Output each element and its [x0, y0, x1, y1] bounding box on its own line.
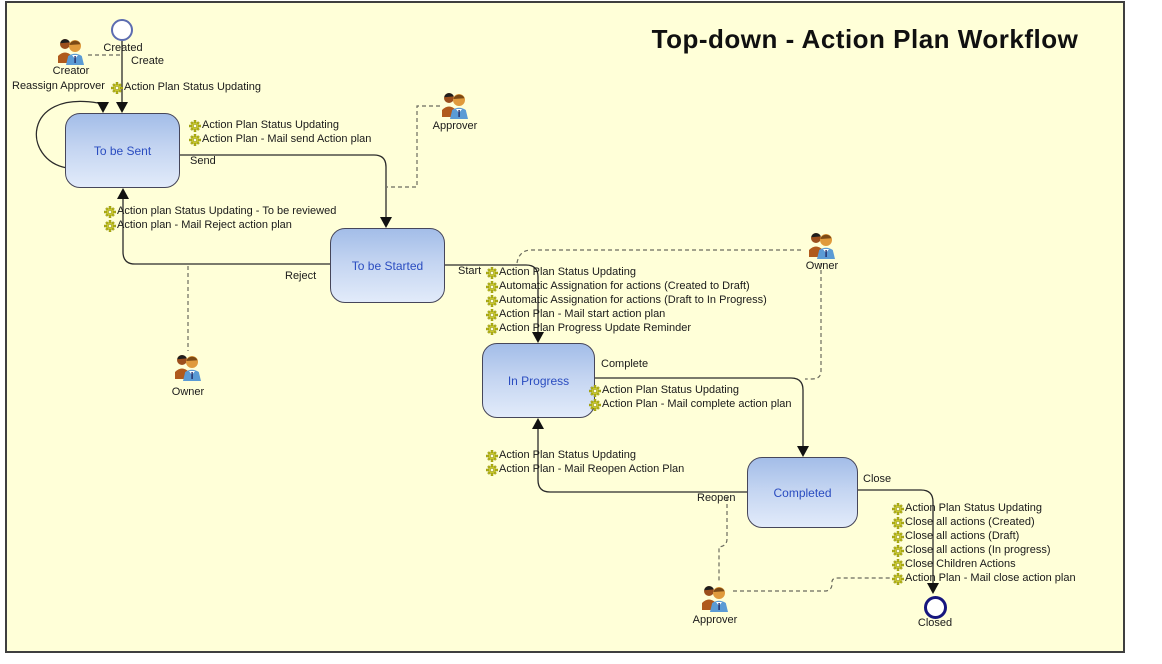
state-label: Completed: [773, 485, 832, 500]
approver-actor-label: Approver: [692, 614, 738, 626]
gear-icon: [485, 266, 499, 280]
action-label: Action Plan Status Updating: [202, 118, 339, 131]
action-label: Close all actions (Created): [905, 515, 1035, 528]
action-label: Action plan Status Updating - To be revi…: [117, 204, 337, 217]
action-label: Close Children Actions: [905, 557, 1016, 570]
action-item: Action Plan Status Updating: [485, 448, 684, 463]
state-label: To be Started: [351, 258, 424, 273]
end-node-label: Closed: [917, 617, 953, 629]
transition-label-complete: Complete: [601, 358, 649, 370]
state-completed[interactable]: Completed: [747, 457, 858, 528]
creator-actor-icon[interactable]: [54, 36, 88, 66]
state-to-be-sent[interactable]: To be Sent: [65, 113, 180, 188]
gear-icon: [588, 384, 602, 398]
gear-icon: [103, 219, 117, 233]
action-item: Action Plan Status Updating: [891, 501, 1076, 516]
creator-actor-label: Creator: [52, 65, 90, 77]
action-label: Action Plan - Mail start action plan: [499, 307, 666, 320]
action-item: Close all actions (In progress): [891, 543, 1076, 558]
gear-icon: [485, 463, 499, 477]
transition-label-reassign-approver: Reassign Approver: [12, 80, 105, 92]
approver-actor-icon[interactable]: [438, 90, 472, 120]
action-label: Action Plan Progress Update Reminder: [499, 321, 691, 334]
gear-icon: [891, 558, 905, 572]
transition-label-close: Close: [863, 473, 892, 485]
create-actions: Action Plan Status Updating: [110, 80, 261, 95]
action-item: Action Plan Progress Update Reminder: [485, 321, 767, 336]
gear-icon: [485, 294, 499, 308]
gear-icon: [103, 205, 117, 219]
approver-actor-label: Approver: [432, 120, 478, 132]
gear-icon: [485, 280, 499, 294]
gear-icon: [485, 322, 499, 336]
owner-actor-label: Owner: [171, 386, 205, 398]
action-label: Close all actions (Draft): [905, 529, 1020, 542]
action-label: Action Plan - Mail complete action plan: [602, 397, 792, 410]
action-item: Action Plan Status Updating: [485, 265, 767, 280]
transition-label-send: Send: [190, 155, 216, 167]
owner-actor-icon[interactable]: [805, 230, 839, 260]
action-label: Action Plan Status Updating: [124, 80, 261, 93]
approver-actor-icon[interactable]: [698, 583, 732, 613]
action-label: Automatic Assignation for actions (Draft…: [499, 293, 767, 306]
gear-icon: [110, 81, 124, 95]
action-label: Action Plan Status Updating: [905, 501, 1042, 514]
action-label: Action Plan - Mail send Action plan: [202, 132, 372, 145]
transition-label-start: Start: [458, 265, 482, 277]
diagram-canvas: [5, 1, 1125, 653]
action-item: Close all actions (Created): [891, 515, 1076, 530]
action-item: Action Plan Status Updating: [588, 383, 792, 398]
gear-icon: [485, 449, 499, 463]
action-label: Action Plan Status Updating: [602, 383, 739, 396]
state-in-progress[interactable]: In Progress: [482, 343, 595, 418]
state-label: In Progress: [507, 373, 570, 388]
gear-icon: [891, 544, 905, 558]
action-label: Action Plan - Mail Reopen Action Plan: [499, 462, 685, 475]
gear-icon: [891, 572, 905, 586]
action-item: Action Plan - Mail close action plan: [891, 571, 1076, 586]
start-node-created[interactable]: [111, 19, 133, 41]
action-item: Action Plan Status Updating: [188, 118, 371, 133]
transition-label-reject: Reject: [285, 270, 317, 282]
owner-actor-icon[interactable]: [171, 352, 205, 382]
owner-actor-label: Owner: [805, 260, 839, 272]
action-item: Action Plan - Mail complete action plan: [588, 397, 792, 412]
action-label: Close all actions (In progress): [905, 543, 1051, 556]
action-item: Action Plan Status Updating: [110, 80, 261, 95]
action-item: Close Children Actions: [891, 557, 1076, 572]
state-label: To be Sent: [93, 143, 152, 158]
action-label: Action plan - Mail Reject action plan: [117, 218, 292, 231]
gear-icon: [485, 308, 499, 322]
gear-icon: [891, 516, 905, 530]
action-label: Action Plan Status Updating: [499, 265, 636, 278]
reject-actions: Action plan Status Updating - To be revi…: [103, 204, 337, 233]
gear-icon: [588, 398, 602, 412]
action-label: Action Plan Status Updating: [499, 448, 636, 461]
action-item: Action Plan - Mail send Action plan: [188, 132, 372, 147]
action-item: Action Plan - Mail start action plan: [485, 307, 767, 322]
action-item: Close all actions (Draft): [891, 529, 1076, 544]
gear-icon: [188, 133, 202, 147]
action-item: Automatic Assignation for actions (Draft…: [485, 293, 767, 308]
diagram-title: Top-down - Action Plan Workflow: [651, 24, 1079, 54]
action-item: Automatic Assignation for actions (Creat…: [485, 279, 767, 294]
transition-label-create: Create: [131, 55, 165, 67]
action-item: Action plan - Mail Reject action plan: [103, 218, 336, 233]
gear-icon: [188, 119, 202, 133]
transition-label-reopen: Reopen: [697, 492, 736, 504]
gear-icon: [891, 530, 905, 544]
end-node-closed[interactable]: [924, 596, 947, 619]
action-item: Action Plan - Mail Reopen Action Plan: [485, 462, 685, 477]
start-node-label: Created: [103, 42, 143, 54]
action-label: Action Plan - Mail close action plan: [905, 571, 1076, 584]
gear-icon: [891, 502, 905, 516]
action-label: Automatic Assignation for actions (Creat…: [499, 279, 750, 292]
state-to-be-started[interactable]: To be Started: [330, 228, 445, 303]
action-item: Action plan Status Updating - To be revi…: [103, 204, 337, 219]
